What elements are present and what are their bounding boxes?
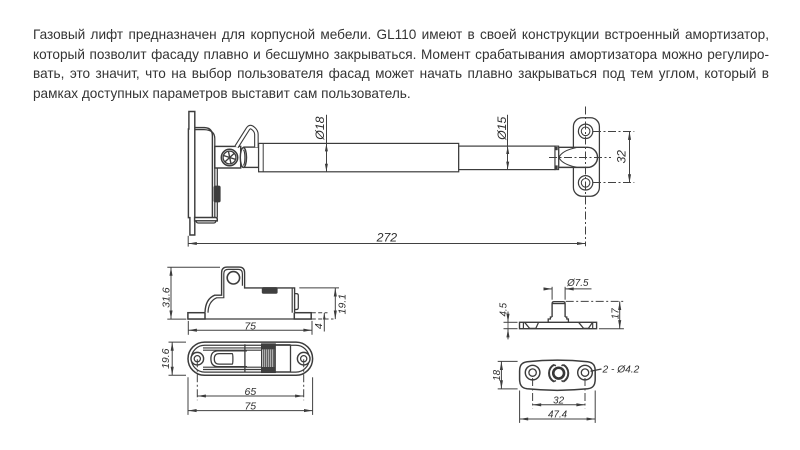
svg-text:4.5: 4.5 [499, 302, 510, 316]
svg-text:Ø18: Ø18 [313, 116, 327, 140]
svg-text:18: 18 [492, 369, 503, 380]
svg-text:Ø7.5: Ø7.5 [566, 278, 589, 289]
svg-text:31.6: 31.6 [161, 287, 173, 308]
svg-text:32: 32 [614, 150, 628, 164]
svg-text:75: 75 [244, 320, 256, 332]
svg-text:19.6: 19.6 [160, 348, 172, 369]
svg-text:65: 65 [245, 386, 257, 398]
svg-text:75: 75 [244, 401, 256, 413]
svg-text:19.1: 19.1 [336, 294, 348, 314]
svg-text:47.4: 47.4 [548, 410, 568, 421]
svg-text:Ø15: Ø15 [495, 117, 509, 141]
svg-text:272: 272 [376, 230, 398, 244]
svg-text:17: 17 [610, 308, 621, 319]
svg-text:32: 32 [553, 395, 564, 406]
svg-text:4: 4 [313, 323, 325, 329]
svg-text:2 - Ø4.2: 2 - Ø4.2 [602, 364, 640, 375]
